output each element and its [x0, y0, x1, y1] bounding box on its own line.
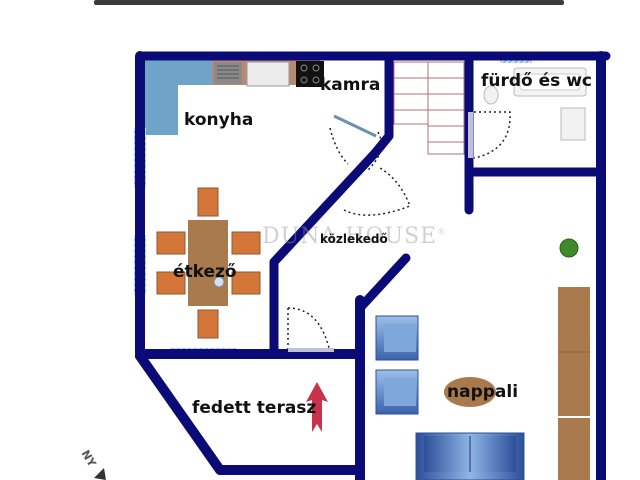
walls	[135, 51, 611, 480]
room-label-corridor: közlekedő	[320, 232, 388, 246]
room-label-bathroom: fürdő és wc	[481, 71, 592, 91]
watermark-text: DUNA HOUSE	[262, 224, 438, 249]
living-room-furniture	[375, 238, 590, 480]
staircase	[393, 61, 465, 155]
entrance-arrow-icon	[306, 382, 328, 432]
compass-arrow-icon	[94, 468, 106, 480]
dining-table	[156, 187, 261, 339]
room-label-living: nappali	[447, 382, 519, 402]
kitchen-counter	[142, 59, 324, 135]
room-label-dining: étkező	[173, 262, 237, 282]
bathroom-fixtures	[483, 67, 587, 141]
floorplan-heading-cropped	[94, 0, 564, 5]
room-label-terrace: fedett terasz	[192, 398, 317, 418]
watermark-logo: DUNA HOUSE®	[262, 224, 446, 249]
room-label-kitchen: konyha	[184, 110, 254, 130]
room-label-pantry: kamra	[320, 75, 381, 95]
doors	[287, 111, 511, 353]
watermark-registered: ®	[437, 227, 447, 237]
